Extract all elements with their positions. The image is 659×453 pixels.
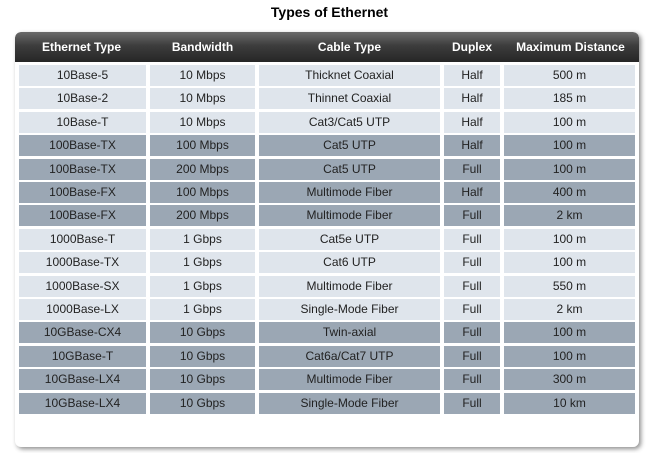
column-header-duplex: Duplex	[451, 40, 492, 54]
cell-maximum-distance: 550 m	[504, 275, 635, 297]
cell-bandwidth: 100 Mbps	[150, 182, 255, 203]
cell-duplex: Half	[444, 111, 500, 133]
cell-ethernet-type: 1000Base-SX	[19, 275, 146, 297]
cell-ethernet-type: 1000Base-T	[19, 228, 146, 250]
cell-ethernet-type: 100Base-TX	[19, 158, 146, 180]
cell-cable-type: Thicknet Coaxial	[259, 65, 440, 86]
cell-ethernet-type: 1000Base-TX	[19, 252, 146, 274]
cell-bandwidth: 10 Mbps	[150, 88, 255, 110]
cell-maximum-distance: 100 m	[504, 111, 635, 133]
cell-duplex: Full	[444, 158, 500, 180]
cell-duplex: Full	[444, 345, 500, 367]
cell-ethernet-type: 10GBase-T	[19, 345, 146, 367]
cell-cable-type: Multimode Fiber	[259, 369, 440, 391]
cell-bandwidth: 1 Gbps	[150, 299, 255, 320]
column-header-maximum-distance: Maximum Distance	[516, 40, 625, 54]
cell-duplex: Half	[444, 65, 500, 86]
cell-maximum-distance: 100 m	[504, 228, 635, 250]
cell-ethernet-type: 10GBase-LX4	[19, 369, 146, 391]
cell-cable-type: Cat3/Cat5 UTP	[259, 111, 440, 133]
cell-maximum-distance: 500 m	[504, 65, 635, 86]
ethernet-types-table: Ethernet Type Bandwidth Cable Type Duple…	[15, 32, 639, 447]
cell-ethernet-type: 100Base-TX	[19, 135, 146, 157]
cell-cable-type: Cat5 UTP	[259, 135, 440, 157]
cell-duplex: Full	[444, 205, 500, 227]
cell-maximum-distance: 100 m	[504, 252, 635, 274]
cell-duplex: Full	[444, 252, 500, 274]
cell-ethernet-type: 10GBase-CX4	[19, 322, 146, 344]
cell-maximum-distance: 100 m	[504, 345, 635, 367]
cell-duplex: Half	[444, 135, 500, 157]
cell-bandwidth: 1 Gbps	[150, 275, 255, 297]
cell-cable-type: Cat6 UTP	[259, 252, 440, 274]
cell-cable-type: Cat6a/Cat7 UTP	[259, 345, 440, 367]
cell-maximum-distance: 100 m	[504, 158, 635, 180]
column-header-cable-type: Cable Type	[317, 40, 382, 54]
cell-bandwidth: 10 Mbps	[150, 65, 255, 86]
cell-ethernet-type: 1000Base-LX	[19, 299, 146, 320]
table-header: Ethernet Type Bandwidth Cable Type Duple…	[15, 32, 639, 62]
cell-cable-type: Thinnet Coaxial	[259, 88, 440, 110]
cell-bandwidth: 100 Mbps	[150, 135, 255, 157]
cell-maximum-distance: 100 m	[504, 322, 635, 344]
cell-duplex: Half	[444, 88, 500, 110]
cell-cable-type: Multimode Fiber	[259, 275, 440, 297]
cell-ethernet-type: 10Base-2	[19, 88, 146, 110]
cell-ethernet-type: 10Base-T	[19, 111, 146, 133]
cell-cable-type: Single-Mode Fiber	[259, 392, 440, 414]
cell-cable-type: Multimode Fiber	[259, 182, 440, 203]
cell-maximum-distance: 400 m	[504, 182, 635, 203]
cell-maximum-distance: 300 m	[504, 369, 635, 391]
cell-ethernet-type: 10GBase-LX4	[19, 392, 146, 414]
cell-bandwidth: 1 Gbps	[150, 228, 255, 250]
cell-bandwidth: 10 Gbps	[150, 392, 255, 414]
cell-bandwidth: 1 Gbps	[150, 252, 255, 274]
column-header-bandwidth: Bandwidth	[171, 40, 234, 54]
cell-bandwidth: 200 Mbps	[150, 158, 255, 180]
cell-cable-type: Twin-axial	[259, 322, 440, 344]
cell-duplex: Full	[444, 275, 500, 297]
cell-duplex: Full	[444, 228, 500, 250]
cell-cable-type: Single-Mode Fiber	[259, 299, 440, 320]
cell-cable-type: Cat5 UTP	[259, 158, 440, 180]
cell-duplex: Full	[444, 299, 500, 320]
cell-duplex: Full	[444, 322, 500, 344]
cell-ethernet-type: 100Base-FX	[19, 205, 146, 227]
cell-bandwidth: 200 Mbps	[150, 205, 255, 227]
cell-bandwidth: 10 Gbps	[150, 322, 255, 344]
cell-maximum-distance: 100 m	[504, 135, 635, 157]
column-header-ethernet-type: Ethernet Type	[41, 40, 122, 54]
cell-maximum-distance: 185 m	[504, 88, 635, 110]
cell-bandwidth: 10 Gbps	[150, 345, 255, 367]
cell-bandwidth: 10 Gbps	[150, 369, 255, 391]
cell-maximum-distance: 10 km	[504, 392, 635, 414]
cell-maximum-distance: 2 km	[504, 205, 635, 227]
cell-ethernet-type: 10Base-5	[19, 65, 146, 86]
cell-duplex: Full	[444, 369, 500, 391]
cell-cable-type: Cat5e UTP	[259, 228, 440, 250]
cell-duplex: Half	[444, 182, 500, 203]
table-title: Types of Ethernet	[270, 4, 389, 20]
cell-duplex: Full	[444, 392, 500, 414]
cell-ethernet-type: 100Base-FX	[19, 182, 146, 203]
cell-maximum-distance: 2 km	[504, 299, 635, 320]
cell-cable-type: Multimode Fiber	[259, 205, 440, 227]
cell-bandwidth: 10 Mbps	[150, 111, 255, 133]
